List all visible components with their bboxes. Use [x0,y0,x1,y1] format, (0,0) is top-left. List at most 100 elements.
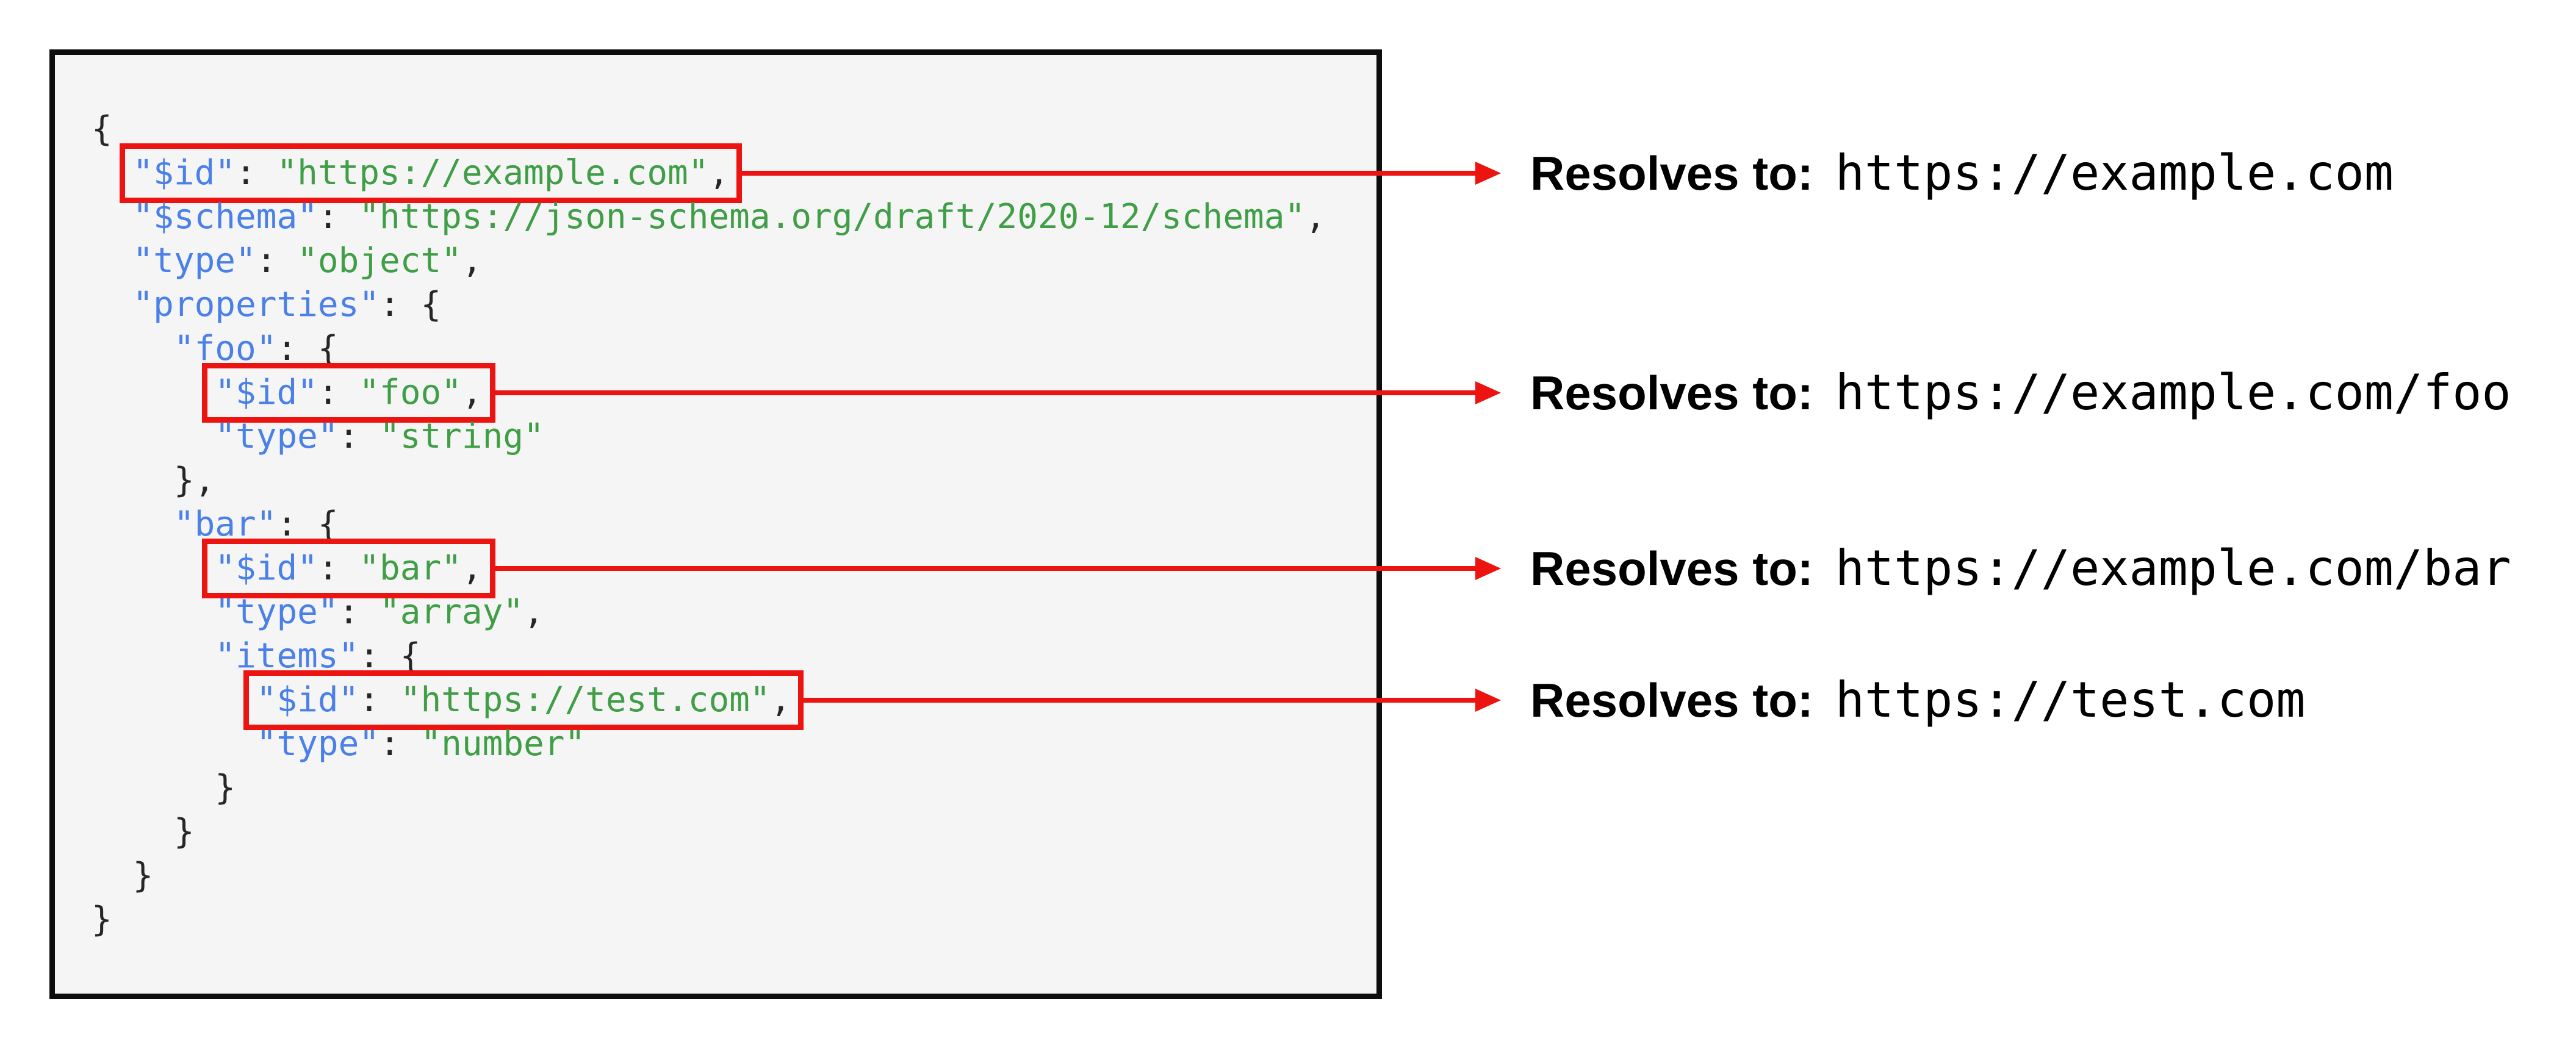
code-token-key: "properties" [132,285,380,324]
code-line: { [92,107,1376,151]
code-token-punct: : [338,417,380,456]
highlight-box: "$id": "foo", [202,363,495,423]
code-line: "type": "object", [92,239,1376,283]
code-token-ws [92,373,215,412]
code-token-punct: , [523,592,544,632]
code-token-key: "$id" [215,373,318,412]
code-token-key: "items" [215,636,359,676]
code-token-punct: , [461,548,483,588]
code-token-str: "bar" [359,548,462,588]
code-token-key: "$schema" [132,197,318,237]
code-token-ws [92,680,256,720]
code-line: "foo": { [92,327,1376,371]
highlight-box: "$id": "bar", [202,539,495,598]
code-token-punct: }, [173,461,215,500]
code-line: "$id": "https://example.com", [92,143,1376,203]
code-token-ws [92,636,215,676]
code-token-punct: , [1305,197,1326,237]
code-line: }, [92,459,1376,503]
code-token-punct: : { [359,636,421,676]
highlight-box: "$id": "https://test.com", [243,670,804,730]
resolve-url: https://example.com/foo [1835,364,2511,421]
code-token-str: "object" [297,241,462,281]
code-token-key: "type" [215,592,339,632]
arrow-root-id [739,171,1475,176]
resolve-label: Resolves to: [1530,146,1813,200]
code-token-ws [92,461,174,500]
code-token-str: "https://test.com" [400,680,771,720]
code-token-ws [92,724,256,764]
code-token-ws [92,592,215,632]
code-line: } [92,766,1376,810]
code-token-punct: : [338,592,380,632]
code-token-ws [92,768,215,808]
code-token-key: "type" [215,417,339,456]
code-token-punct: } [173,812,195,851]
resolve-label: Resolves to: [1530,673,1813,727]
code-token-ws [92,812,174,851]
code-token-ws [92,329,174,368]
code-token-punct: : { [276,329,339,368]
code-token-str: "https://example.com" [276,153,709,193]
code-token-ws [92,417,215,456]
resolve-url: https://test.com [1835,672,2306,728]
code-line: "type": "array", [92,590,1376,634]
code-token-punct: : [359,680,400,720]
resolve-url: https://example.com [1835,145,2394,201]
code-token-punct: , [461,241,483,281]
code-token-str: "string" [380,417,544,456]
json-schema-code-block: { "$id": "https://example.com", "$schema… [49,49,1382,999]
code-token-punct: : [317,197,359,237]
resolve-annotation-foo: Resolves to: https://example.com/foo [1530,362,2511,423]
arrow-foo-id [493,390,1475,395]
code-line: } [92,810,1376,854]
code-line: "type": "number" [92,722,1376,766]
code-line: } [92,898,1376,942]
code-token-key: "foo" [173,329,277,368]
code-token-str: "array" [380,592,524,632]
code-token-punct: , [770,680,791,720]
code-content: { "$id": "https://example.com", "$schema… [55,55,1376,942]
code-token-key: "$id" [215,548,318,588]
code-token-punct: { [92,109,112,149]
code-token-str: "number" [420,724,586,764]
code-line: "$schema": "https://json-schema.org/draf… [92,195,1376,239]
resolve-url: https://example.com/bar [1835,540,2511,597]
code-line: } [92,854,1376,898]
code-line: "$id": "bar", [92,539,1376,598]
code-token-punct: : [317,548,359,588]
code-line: "properties": { [92,283,1376,327]
code-token-punct: : [317,373,359,412]
code-token-ws [92,197,132,237]
code-token-punct: } [132,856,154,895]
code-token-punct: } [215,768,236,808]
code-token-punct: : [236,153,277,193]
code-token-ws [92,241,132,281]
code-token-punct: , [708,153,730,193]
code-token-punct: } [92,900,112,939]
code-line: "bar": { [92,503,1376,547]
code-token-punct: : [380,724,421,764]
arrow-bar-id [493,566,1475,571]
code-token-ws [92,548,215,588]
code-token-ws [92,285,132,324]
resolve-annotation-test: Resolves to: https://test.com [1530,670,2305,731]
resolve-annotation-root: Resolves to: https://example.com [1530,143,2394,204]
highlight-box: "$id": "https://example.com", [120,143,743,203]
code-token-key: "$id" [256,680,359,720]
code-token-punct: : [256,241,298,281]
code-token-key: "$id" [132,153,236,193]
code-token-key: "bar" [173,504,277,544]
code-token-key: "type" [256,724,380,764]
code-token-punct: : { [276,504,339,544]
code-token-punct: , [461,373,483,412]
code-token-ws [92,856,132,895]
code-token-punct: : { [380,285,442,324]
code-token-str: "foo" [359,373,462,412]
code-line: "items": { [92,634,1376,678]
code-token-str: "https://json-schema.org/draft/2020-12/s… [359,197,1306,237]
code-line: "$id": "foo", [92,363,1376,423]
arrow-test-id [801,698,1475,703]
resolve-annotation-bar: Resolves to: https://example.com/bar [1530,538,2511,599]
